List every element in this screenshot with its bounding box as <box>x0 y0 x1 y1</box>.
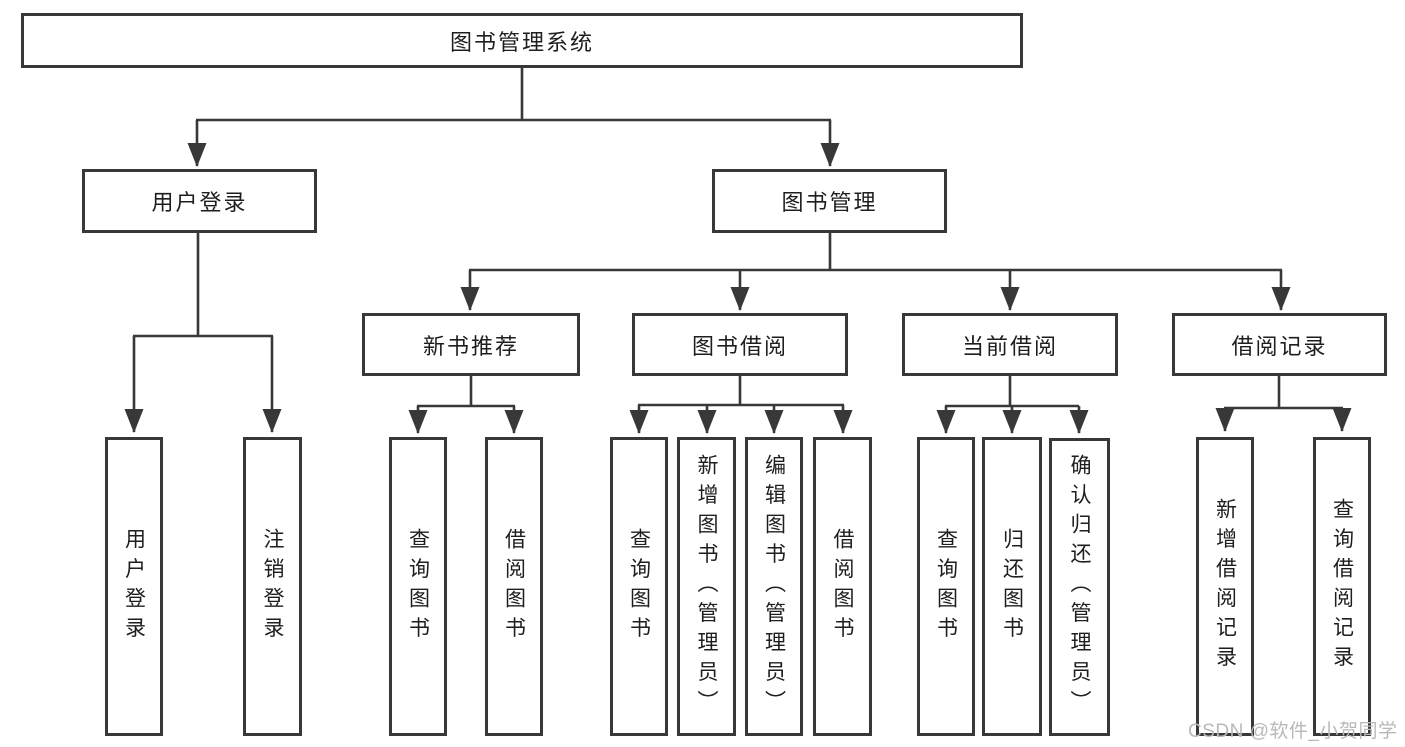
leaf-bb-add-book-admin: 新增图书（管理员） <box>677 437 736 736</box>
leaf-cb-return-book-label: 归还图书 <box>1000 527 1024 646</box>
connector-root <box>187 68 840 167</box>
leaf-cb-confirm-return-admin-label: 确认归还（管理员） <box>1068 454 1091 720</box>
node-new-book-recommend: 新书推荐 <box>362 313 580 376</box>
leaf-bb-edit-book-admin: 编辑图书（管理员） <box>745 437 803 736</box>
leaf-nb-borrow-book-label: 借阅图书 <box>502 527 526 646</box>
node-book-borrow-label: 图书借阅 <box>691 333 788 359</box>
leaf-cb-return-book: 归还图书 <box>982 437 1042 736</box>
node-book-borrow: 图书借阅 <box>632 313 848 376</box>
leaf-nb-query-book: 查询图书 <box>389 437 447 736</box>
node-current-borrow: 当前借阅 <box>902 313 1118 376</box>
leaf-bb-borrow-book-label: 借阅图书 <box>831 527 854 646</box>
connector-book-management <box>460 233 1291 311</box>
leaf-cb-confirm-return-admin: 确认归还（管理员） <box>1049 438 1110 736</box>
node-borrow-records-label: 借阅记录 <box>1231 333 1328 359</box>
node-current-borrow-label: 当前借阅 <box>961 333 1058 359</box>
leaf-bb-edit-book-admin-label: 编辑图书（管理员） <box>762 453 786 720</box>
leaf-user-login: 用户登录 <box>105 437 163 736</box>
connector-book-borrow <box>629 376 853 434</box>
connector-user-login <box>124 233 282 433</box>
node-new-book-recommend-label: 新书推荐 <box>422 333 519 359</box>
node-root-label: 图书管理系统 <box>449 29 594 55</box>
leaf-cb-query-book-label: 查询图书 <box>934 527 958 646</box>
leaf-br-query-record: 查询借阅记录 <box>1313 437 1371 736</box>
leaf-logout-label: 注销登录 <box>261 527 284 646</box>
leaf-bb-borrow-book: 借阅图书 <box>813 437 872 736</box>
connector-current-borrow <box>936 376 1089 434</box>
leaf-logout: 注销登录 <box>243 437 302 736</box>
node-root: 图书管理系统 <box>21 13 1023 68</box>
leaf-br-add-record: 新增借阅记录 <box>1196 437 1254 736</box>
leaf-cb-query-book: 查询图书 <box>917 437 975 736</box>
node-borrow-records: 借阅记录 <box>1172 313 1387 376</box>
leaf-bb-add-book-admin-label: 新增图书（管理员） <box>695 453 718 720</box>
node-user-login: 用户登录 <box>82 169 317 233</box>
node-user-login-label: 用户登录 <box>151 190 248 215</box>
connector-borrow-records <box>1215 376 1352 432</box>
leaf-br-add-record-label: 新增借阅记录 <box>1213 498 1237 675</box>
leaf-bb-query-book: 查询图书 <box>610 437 668 736</box>
csdn-watermark: CSDN @软件_小贺同学 <box>1188 721 1398 742</box>
leaf-nb-borrow-book: 借阅图书 <box>485 437 543 736</box>
node-book-management: 图书管理 <box>712 169 947 233</box>
node-book-management-label: 图书管理 <box>781 190 878 215</box>
leaf-bb-query-book-label: 查询图书 <box>627 527 651 646</box>
leaf-br-query-record-label: 查询借阅记录 <box>1330 498 1354 675</box>
connector-new-book <box>408 376 524 434</box>
leaf-user-login-label: 用户登录 <box>122 527 146 646</box>
leaf-nb-query-book-label: 查询图书 <box>406 527 430 646</box>
